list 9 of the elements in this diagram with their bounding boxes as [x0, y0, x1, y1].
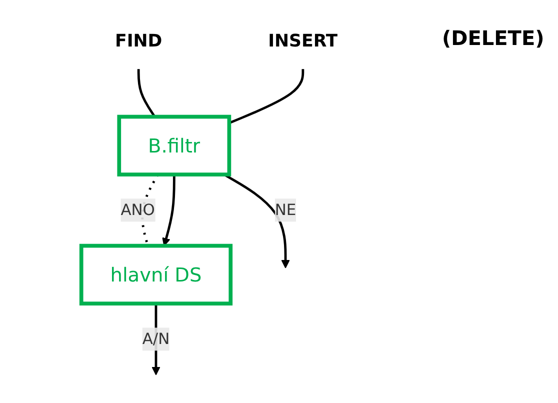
- node-text: INSERT: [268, 31, 338, 52]
- node-box: B.filtr: [117, 114, 232, 176]
- connector: [137, 68, 156, 118]
- note-text: (DELETE): [442, 26, 546, 50]
- edge-label: A/N: [142, 330, 170, 348]
- edge-label: ANO: [120, 200, 155, 219]
- node-box: hlavní DS: [79, 244, 233, 306]
- node-text: FIND: [114, 31, 162, 52]
- edge-label: NE: [274, 200, 296, 219]
